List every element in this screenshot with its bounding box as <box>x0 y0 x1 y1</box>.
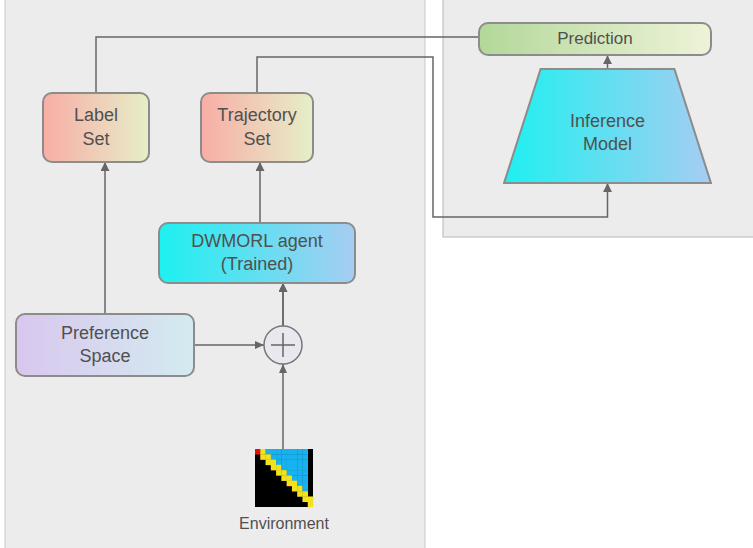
right-panel <box>443 0 753 237</box>
agent-box: DWMORL agent (Trained) <box>158 222 356 284</box>
left-panel <box>5 0 425 548</box>
arrowhead <box>255 341 264 349</box>
flow-arrow <box>96 37 478 92</box>
node-label: DWMORL agent (Trained) <box>177 230 337 277</box>
node-label: Prediction <box>557 28 633 50</box>
sum-circle <box>264 326 302 364</box>
environment-grid-image <box>255 449 313 507</box>
plus-sign <box>271 333 295 357</box>
output-box: Prediction <box>478 22 712 56</box>
node-label: Label Set <box>66 104 126 151</box>
node-label: Environment <box>239 514 329 535</box>
data-set-box: Trajectory Set <box>200 92 314 163</box>
data-set-box: Label Set <box>42 92 150 163</box>
flow-arrow <box>259 163 261 222</box>
space-box: Preference Space <box>15 313 195 377</box>
arrowhead <box>279 364 287 373</box>
flow-arrow <box>607 56 609 68</box>
node-label: Trajectory Set <box>212 104 302 151</box>
model-trapezoid: Inference Model <box>503 68 712 184</box>
node-label: Preference Space <box>50 322 160 369</box>
flow-arrow <box>104 163 106 313</box>
environment-node: Environment <box>227 449 341 537</box>
node-label: Inference Model <box>558 110 658 157</box>
